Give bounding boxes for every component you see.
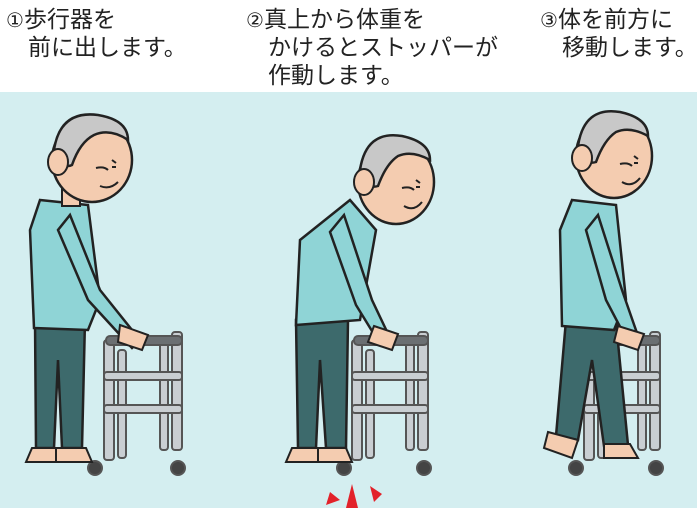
step-2-line-3: 作動します。 [268,63,404,89]
step-2-walker [336,331,432,476]
step-2-line-1: 真上から体重を [263,7,425,33]
step-3-number: ③ [540,8,558,32]
step-1-line-2: 前に出します。 [28,35,187,61]
step-1-caption: ①歩行器を 前に出します。 [6,6,187,62]
step-2-caption: ②真上から体重を かけるとストッパーが 作動します。 [246,6,498,90]
step-2-line-2: かけるとストッパーが [268,35,498,61]
step-1-line-1: 歩行器を [23,7,116,33]
step-2-figure [284,133,436,508]
step-1-figure [24,113,186,476]
step-3-line-1: 体を前方に [557,7,673,33]
step-1-number: ① [6,8,24,32]
step-1-walker [87,331,186,476]
step-3-line-2: 移動します。 [562,35,697,61]
step-2-number: ② [246,8,264,32]
step-3-caption: ③体を前方に 移動します。 [540,6,697,62]
stopper-activation-marks [326,484,382,508]
step-3-figure [542,109,664,476]
